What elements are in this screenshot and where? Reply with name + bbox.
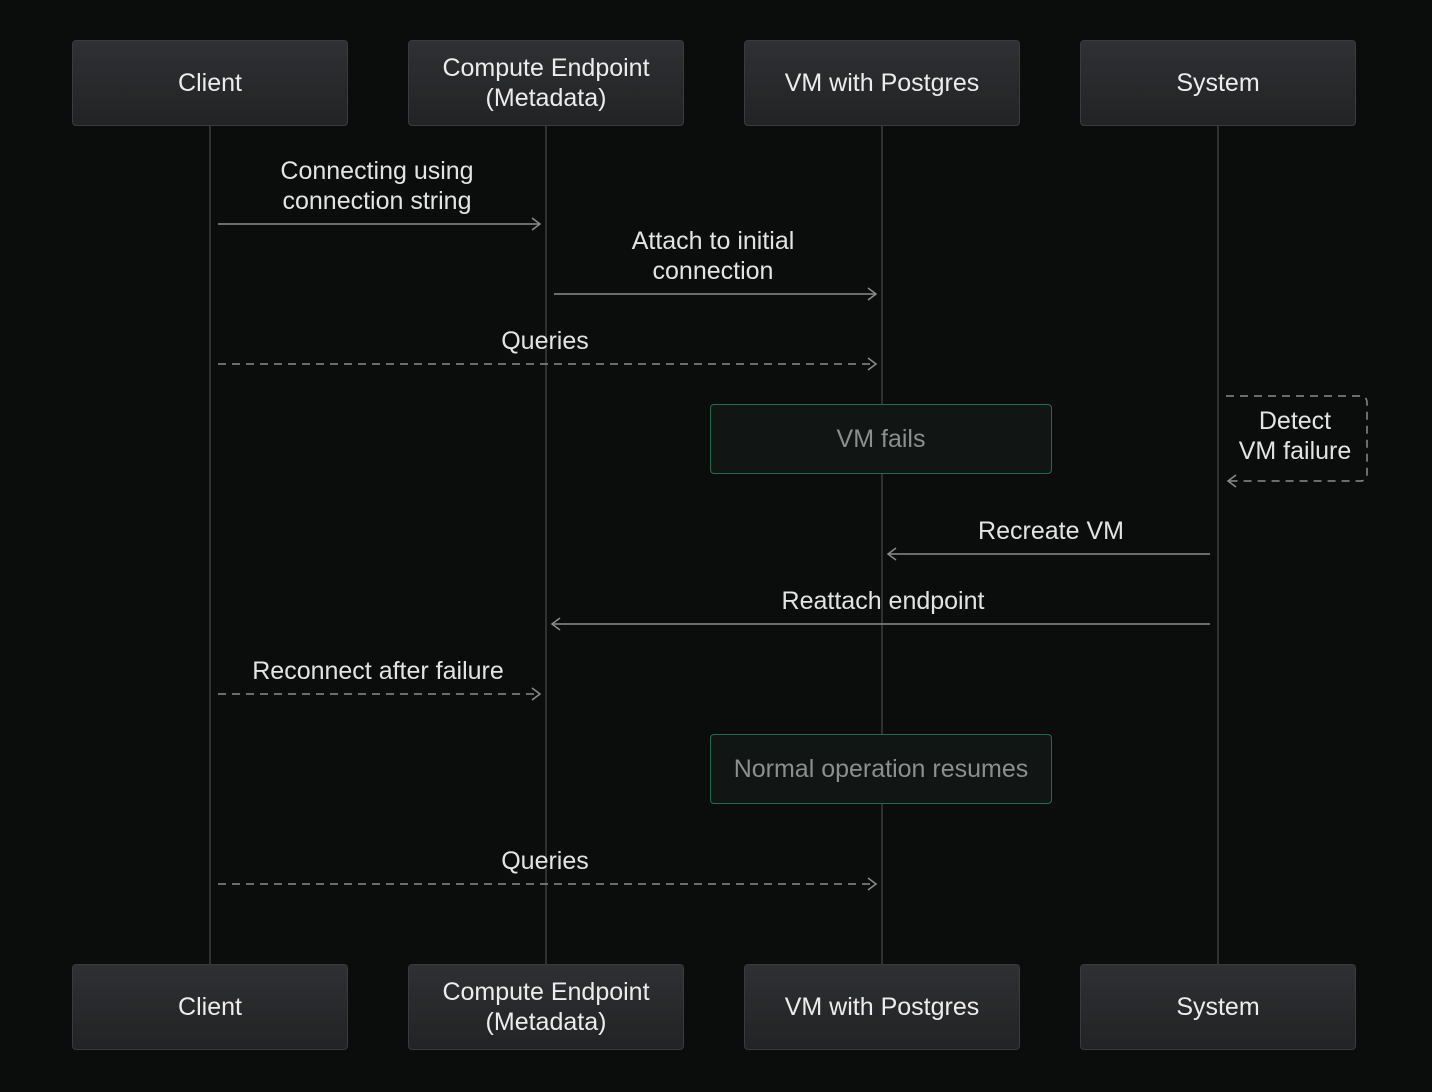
participant-system-top: System bbox=[1080, 40, 1356, 126]
note-normal-operation-resumes: Normal operation resumes bbox=[710, 734, 1052, 804]
message-label-connecting: Connecting using connection string bbox=[280, 157, 474, 215]
self-message-label-detect-failure: Detect VM failure bbox=[1238, 407, 1352, 465]
self-message-arrow bbox=[1226, 395, 1368, 488]
participant-vm-postgres-top: VM with Postgres bbox=[744, 40, 1020, 126]
participant-system-bottom: System bbox=[1080, 964, 1356, 1050]
participant-client-top: Client bbox=[72, 40, 348, 126]
message-label-recreate-vm: Recreate VM bbox=[978, 517, 1124, 545]
participant-compute-endpoint-top: Compute Endpoint (Metadata) bbox=[408, 40, 684, 126]
participant-compute-endpoint-bottom: Compute Endpoint (Metadata) bbox=[408, 964, 684, 1050]
participant-vm-postgres-bottom: VM with Postgres bbox=[744, 964, 1020, 1050]
note-vm-fails: VM fails bbox=[710, 404, 1052, 474]
participant-client-bottom: Client bbox=[72, 964, 348, 1050]
message-label-queries-1: Queries bbox=[501, 327, 589, 355]
message-label-attach: Attach to initial connection bbox=[631, 227, 795, 285]
message-label-reattach-endpoint: Reattach endpoint bbox=[781, 587, 985, 615]
message-label-reconnect: Reconnect after failure bbox=[252, 657, 504, 685]
message-label-queries-2: Queries bbox=[501, 847, 589, 875]
